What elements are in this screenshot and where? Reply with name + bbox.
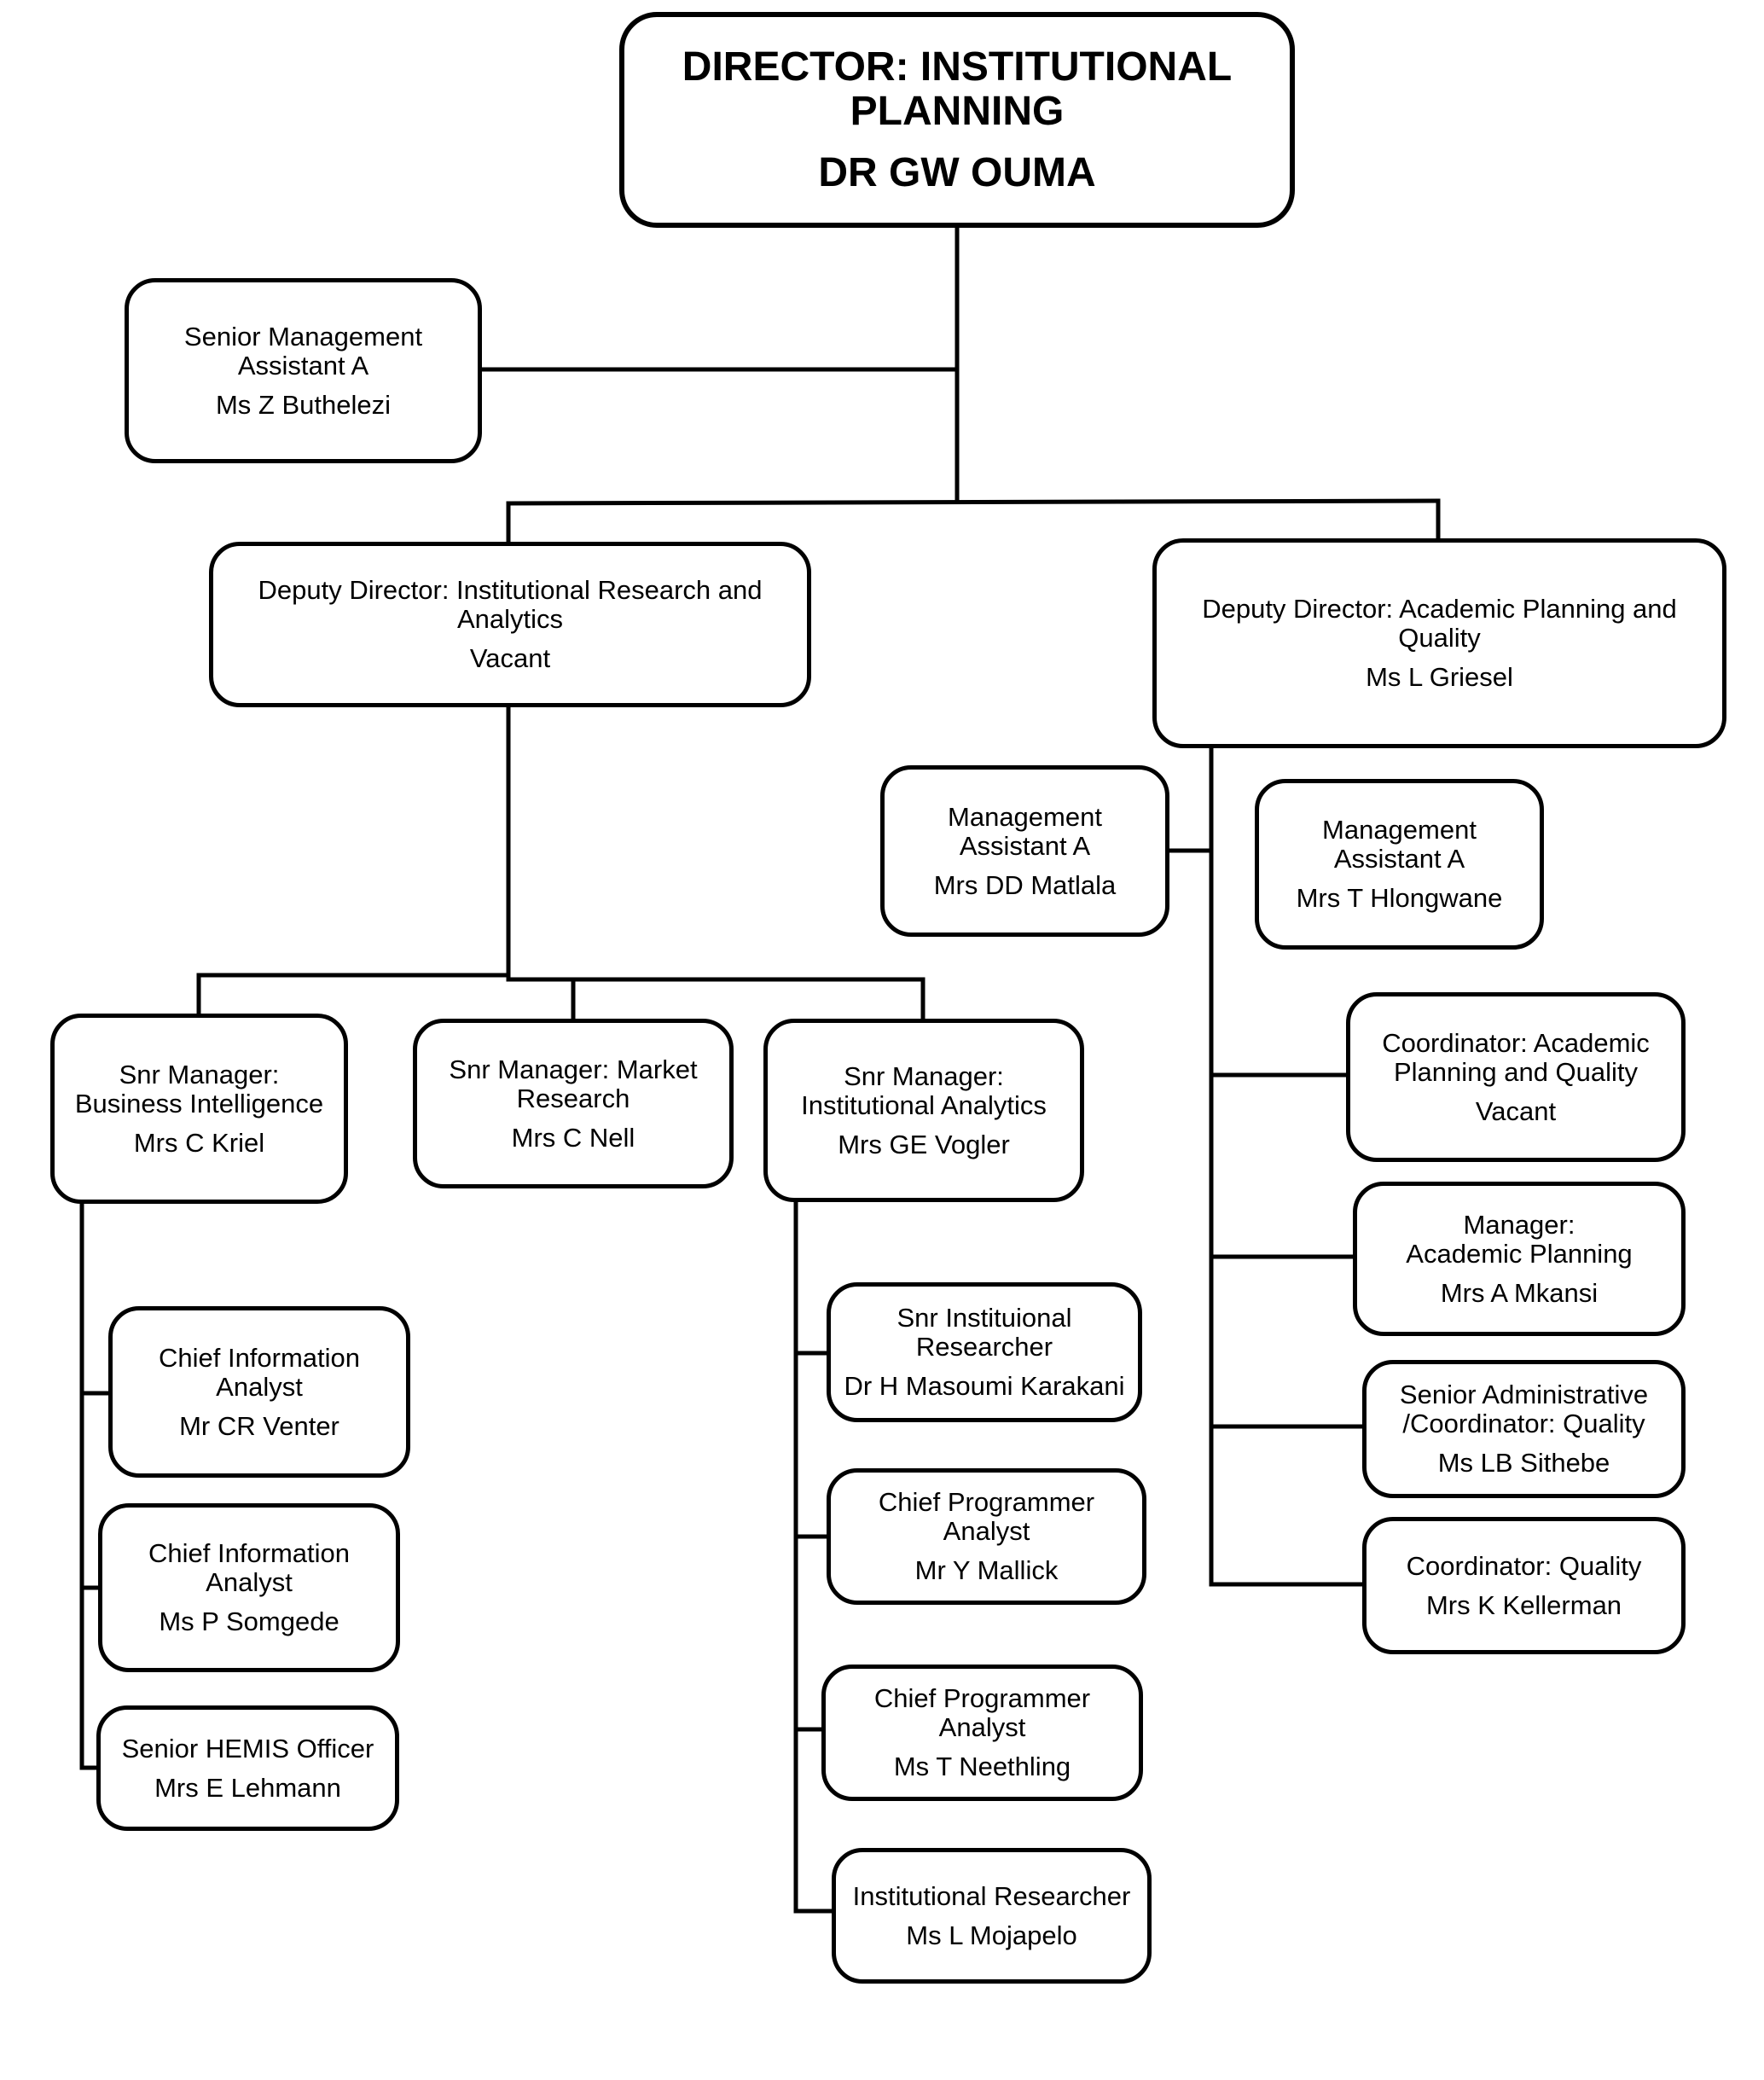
director-title: DIRECTOR: INSTITUTIONAL bbox=[682, 44, 1233, 90]
box-title: Deputy Director: Academic Planning and bbox=[1202, 594, 1677, 624]
senior-management-assistant-box: Senior Management Assistant A Ms Z Buthe… bbox=[125, 278, 482, 463]
box-name: Mrs K Kellerman bbox=[1425, 1589, 1622, 1620]
box-title-cont: Research bbox=[516, 1083, 630, 1113]
box-title: Chief Information bbox=[148, 1538, 351, 1568]
box-name: Ms L Mojapelo bbox=[906, 1920, 1077, 1950]
director-name: DR GW OUMA bbox=[818, 149, 1096, 195]
box-title-cont: Business Intelligence bbox=[74, 1088, 324, 1118]
snr-manager-bi-box: Snr Manager: Business Intelligence Mrs C… bbox=[50, 1014, 348, 1204]
coordinator-quality-box: Coordinator: Quality Mrs K Kellerman bbox=[1362, 1517, 1686, 1654]
chief-programmer-analyst-mallick-box: Chief Programmer Analyst Mr Y Mallick bbox=[827, 1468, 1146, 1605]
connector-line bbox=[506, 498, 1441, 506]
box-name: Vacant bbox=[469, 643, 551, 673]
box-name: Ms LB Sithebe bbox=[1437, 1448, 1610, 1478]
box-title: Management bbox=[1322, 815, 1477, 845]
box-title: Chief Programmer bbox=[878, 1487, 1095, 1517]
management-assistant-matlala-box: Management Assistant A Mrs DD Matlala bbox=[880, 765, 1169, 937]
box-title-cont: Assistant A bbox=[237, 350, 369, 381]
chief-information-analyst-venter-box: Chief Information Analyst Mr CR Venter bbox=[108, 1306, 410, 1478]
chief-information-analyst-somgede-box: Chief Information Analyst Ms P Somgede bbox=[98, 1503, 400, 1672]
box-name: Mrs C Kriel bbox=[133, 1127, 265, 1158]
director-title-cont: PLANNING bbox=[850, 88, 1065, 134]
deputy-director-academic-box: Deputy Director: Academic Planning and Q… bbox=[1152, 538, 1726, 748]
box-name: Mrs A Mkansi bbox=[1440, 1277, 1599, 1308]
deputy-director-research-box: Deputy Director: Institutional Research … bbox=[209, 542, 811, 707]
snr-institutional-researcher-box: Snr Instituional Researcher Dr H Masoumi… bbox=[827, 1282, 1142, 1422]
box-name: Mr Y Mallick bbox=[914, 1555, 1059, 1585]
box-title-cont: Analyst bbox=[216, 1371, 303, 1402]
director-box: DIRECTOR: INSTITUTIONAL PLANNING DR GW O… bbox=[619, 12, 1295, 228]
box-name: Mr CR Venter bbox=[179, 1410, 339, 1441]
box-title-cont: Assistant A bbox=[1333, 844, 1465, 874]
box-name: Ms L Griesel bbox=[1366, 662, 1513, 692]
senior-hemis-officer-box: Senior HEMIS Officer Mrs E Lehmann bbox=[96, 1705, 399, 1831]
box-name: Mrs E Lehmann bbox=[154, 1772, 341, 1803]
box-title: Senior HEMIS Officer bbox=[121, 1733, 374, 1763]
box-title-cont: /Coordinator: Quality bbox=[1402, 1409, 1645, 1438]
box-name: Mrs DD Matlala bbox=[933, 869, 1117, 900]
box-name: Mrs T Hlongwane bbox=[1296, 883, 1503, 913]
box-name: Ms Z Buthelezi bbox=[215, 389, 391, 420]
box-name: Ms T Neethling bbox=[893, 1752, 1071, 1781]
snr-manager-market-box: Snr Manager: Market Research Mrs C Nell bbox=[413, 1019, 734, 1188]
box-title: Management bbox=[948, 801, 1102, 832]
box-title: Snr Manager: bbox=[844, 1060, 1004, 1091]
senior-administrative-coordinator-box: Senior Administrative /Coordinator: Qual… bbox=[1362, 1360, 1686, 1498]
box-name: Mrs C Nell bbox=[511, 1122, 635, 1153]
box-title: Chief Programmer bbox=[873, 1683, 1091, 1713]
box-title: Coordinator: Academic bbox=[1382, 1027, 1650, 1058]
manager-academic-planning-box: Manager: Academic Planning Mrs A Mkansi bbox=[1353, 1182, 1686, 1336]
box-title-cont: Assistant A bbox=[959, 830, 1091, 861]
box-title: Manager: bbox=[1463, 1209, 1575, 1240]
box-title: Coordinator: Quality bbox=[1406, 1550, 1642, 1581]
chief-programmer-analyst-neethling-box: Chief Programmer Analyst Ms T Neethling bbox=[821, 1665, 1143, 1801]
box-name: Mrs GE Vogler bbox=[838, 1129, 1010, 1159]
box-name: Vacant bbox=[1475, 1095, 1557, 1126]
management-assistant-hlongwane-box: Management Assistant A Mrs T Hlongwane bbox=[1255, 779, 1544, 950]
box-title: Chief Information bbox=[158, 1342, 361, 1373]
box-name: Dr H Masoumi Karakani bbox=[844, 1371, 1125, 1401]
box-title: Institutional Researcher bbox=[852, 1880, 1131, 1911]
box-title: Senior Management bbox=[183, 321, 423, 352]
box-title-cont: Analyst bbox=[938, 1712, 1026, 1742]
box-title: Deputy Director: Institutional Research … bbox=[258, 575, 763, 605]
box-title-cont: Analytics bbox=[456, 604, 564, 634]
box-title-cont: Analyst bbox=[206, 1567, 293, 1597]
box-title-cont: Quality bbox=[1398, 623, 1481, 653]
box-name: Ms P Somgede bbox=[159, 1606, 339, 1636]
box-title-cont: Analyst bbox=[943, 1516, 1030, 1546]
box-title-cont: Institutional Analytics bbox=[801, 1089, 1047, 1120]
box-title: Snr Manager: bbox=[119, 1059, 280, 1089]
institutional-researcher-box: Institutional Researcher Ms L Mojapelo bbox=[832, 1848, 1152, 1984]
box-title-cont: Planning and Quality bbox=[1393, 1056, 1639, 1087]
box-title-cont: Academic Planning bbox=[1406, 1238, 1633, 1269]
coordinator-academic-planning-box: Coordinator: Academic Planning and Quali… bbox=[1346, 992, 1686, 1162]
box-title: Snr Instituional bbox=[897, 1303, 1072, 1333]
snr-manager-analytics-box: Snr Manager: Institutional Analytics Mrs… bbox=[763, 1019, 1084, 1202]
box-title: Snr Manager: Market bbox=[449, 1054, 698, 1084]
box-title: Senior Administrative bbox=[1399, 1380, 1649, 1409]
box-title-cont: Researcher bbox=[915, 1332, 1053, 1362]
